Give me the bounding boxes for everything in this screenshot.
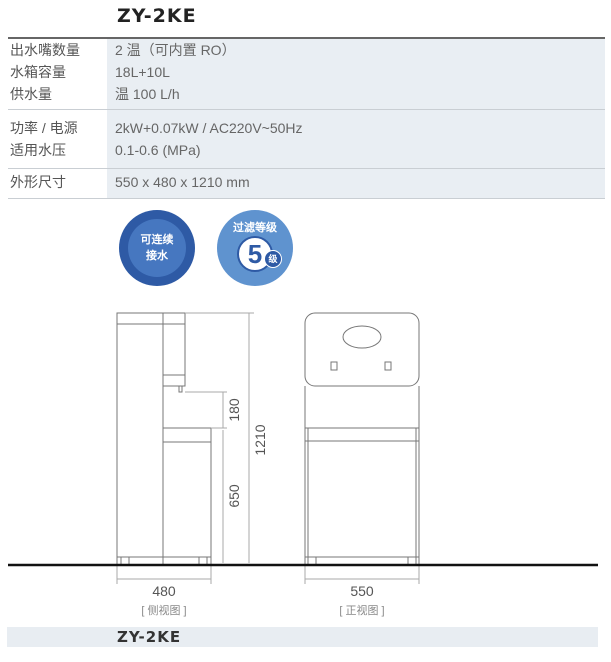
row-divider xyxy=(8,168,605,169)
spec-label: 出水嘴数量 xyxy=(10,42,80,58)
header-rule xyxy=(8,37,605,39)
row-divider xyxy=(8,198,605,199)
spec-value: 18L+10L xyxy=(115,64,170,80)
badge-text: 可连续 xyxy=(140,234,174,246)
badge-text: 接水 xyxy=(146,250,168,262)
spec-value: 2 温（可内置 RO） xyxy=(115,42,236,58)
depth-label: 480 xyxy=(152,583,176,599)
filter-level-badge: 过滤等级 5 级 xyxy=(217,210,293,286)
front-view-drawing xyxy=(304,312,420,566)
total-height-label: 1210 xyxy=(252,424,268,455)
badge-title: 过滤等级 xyxy=(233,222,277,234)
spec-value: 温 100 L/h xyxy=(115,86,180,102)
spec-values-background xyxy=(107,39,605,198)
footer-bar: ZY-2KE xyxy=(7,627,598,647)
spec-value: 2kW+0.07kW / AC220V~50Hz xyxy=(115,120,303,136)
base-height-label: 650 xyxy=(226,484,242,508)
footer-model: ZY-2KE xyxy=(117,628,182,646)
dimension-lines xyxy=(116,312,420,584)
spec-label: 功率 / 电源 xyxy=(10,120,78,136)
spec-label: 水箱容量 xyxy=(10,64,66,80)
model-title: ZY-2KE xyxy=(117,5,197,27)
tap-height-label: 180 xyxy=(226,398,242,422)
side-view-caption: [ 侧视图 ] xyxy=(141,605,187,617)
spec-label: 适用水压 xyxy=(10,142,66,158)
spec-value: 550 x 480 x 1210 mm xyxy=(115,174,250,190)
badge-unit: 级 xyxy=(264,250,282,268)
row-divider xyxy=(8,109,605,110)
spec-value: 0.1-0.6 (MPa) xyxy=(115,142,201,158)
spec-label: 外形尺寸 xyxy=(10,174,66,190)
spec-label: 供水量 xyxy=(10,86,52,102)
continuous-water-badge: 可连续 接水 xyxy=(119,210,195,286)
front-view-caption: [ 正视图 ] xyxy=(339,605,385,617)
side-view-drawing xyxy=(116,312,212,566)
width-label: 550 xyxy=(350,583,374,599)
